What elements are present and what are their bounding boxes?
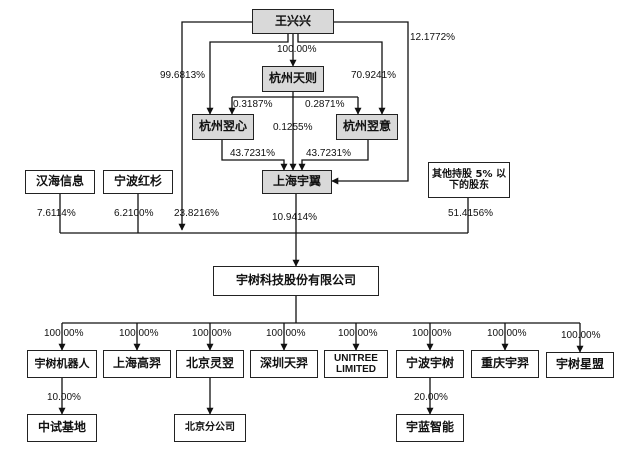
pct-others-company: 51.4156% [448, 208, 494, 219]
pct-sub-lingyi: 100.00% [192, 328, 232, 339]
sub-beijing-lingyi: 北京灵翌 [176, 350, 244, 378]
entity-hangzhou-tianze: 杭州天则 [262, 66, 324, 92]
pct-sub-nbyushu: 100.00% [412, 328, 452, 339]
sub-yushu-xingmeng: 宇树星盟 [546, 352, 614, 378]
pct-wang-yixin: 99.6813% [160, 70, 206, 81]
pct-wang-yiyi: 70.9241% [351, 70, 397, 81]
edge-wang-company [178, 21, 252, 231]
pct-sub-xingmeng: 100.00% [561, 330, 601, 341]
edge-wang-yixin [206, 34, 289, 115]
sub-shenzhen-tianyi: 深圳天羿 [250, 350, 318, 378]
sub-zhongshi-base: 中试基地 [27, 414, 97, 442]
pct-tianze-yuyi: 0.1255% [273, 122, 313, 133]
entity-hanhai-info: 汉海信息 [25, 170, 95, 194]
pct-yixin-yuyi: 43.7231% [230, 148, 276, 159]
edge-wang-yuyi [331, 21, 409, 185]
sub-unitree-limited: UNITREE LIMITED [324, 350, 388, 378]
pct-yiyi-yuyi: 43.7231% [306, 148, 352, 159]
pct-nbyushu-yulan: 20.00% [414, 392, 448, 403]
entity-ningbo-hongshan: 宁波红杉 [103, 170, 173, 194]
pct-sub-cqyuyi: 100.00% [487, 328, 527, 339]
pct-tianze-yiyi: 0.2871% [305, 99, 345, 110]
entity-unitree-company: 宇树科技股份有限公司 [213, 266, 379, 296]
entity-wang-xingxing: 王兴兴 [252, 9, 334, 34]
sub-yushu-robot: 宇树机器人 [27, 350, 97, 378]
sub-yulan-intelligent: 宇蓝智能 [396, 414, 464, 442]
pct-sub-gaoyi: 100.00% [119, 328, 159, 339]
pct-yuyi-company: 10.9414% [272, 212, 318, 223]
pct-sub-unitree: 100.00% [338, 328, 378, 339]
pct-wang-yuyi: 12.1772% [410, 32, 456, 43]
edge-yixin-yuyi [221, 140, 288, 171]
sub-ningbo-yushu: 宁波宇树 [396, 350, 464, 378]
entity-hangzhou-yixin: 杭州翌心 [192, 114, 254, 140]
pct-robot-zhongshi: 10.00% [47, 392, 81, 403]
edge-wang-yiyi [297, 34, 386, 115]
pct-hongshan-company: 6.2100% [114, 208, 154, 219]
entity-shanghai-yuyi: 上海宇翼 [262, 170, 332, 194]
edge-yiyi-yuyi [298, 140, 369, 171]
pct-hanhai-company: 7.6114% [37, 208, 76, 219]
entity-hangzhou-yiyi: 杭州翌意 [336, 114, 398, 140]
pct-wang-company: 23.8216% [174, 208, 220, 219]
sub-shanghai-gaoyi: 上海高羿 [103, 350, 171, 378]
pct-sub-robot: 100.00% [44, 328, 84, 339]
pct-sub-tianyi: 100.00% [266, 328, 306, 339]
sub-chongqing-yuyi: 重庆宇羿 [471, 350, 539, 378]
pct-wang-tianze: 100.00% [277, 44, 317, 55]
pct-tianze-yixin: 0.3187% [233, 99, 273, 110]
sub-beijing-branch: 北京分公司 [174, 414, 246, 442]
entity-other-shareholders: 其他持股 5% 以下的股东 [428, 162, 510, 198]
